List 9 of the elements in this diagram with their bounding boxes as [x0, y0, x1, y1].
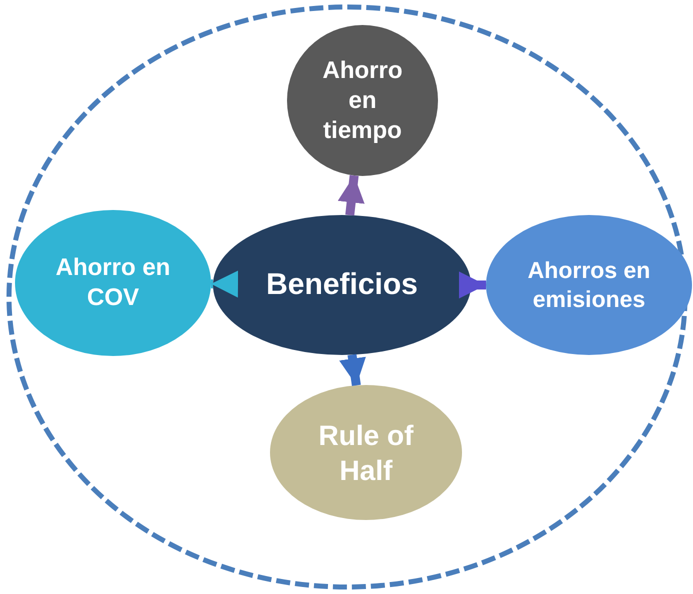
benefit-ellipse: Ahorro en COV — [15, 210, 211, 356]
benefit-ellipse: Rule of Half — [270, 385, 462, 520]
block-arrow — [339, 354, 366, 386]
benefit-ellipse: Ahorro en tiempo — [287, 25, 438, 176]
benefit-ellipse: Ahorros en emisiones — [486, 215, 692, 355]
block-arrow — [459, 272, 486, 298]
block-arrow — [210, 270, 238, 298]
central-ellipse: Beneficios — [213, 215, 471, 355]
block-arrow — [338, 175, 365, 216]
